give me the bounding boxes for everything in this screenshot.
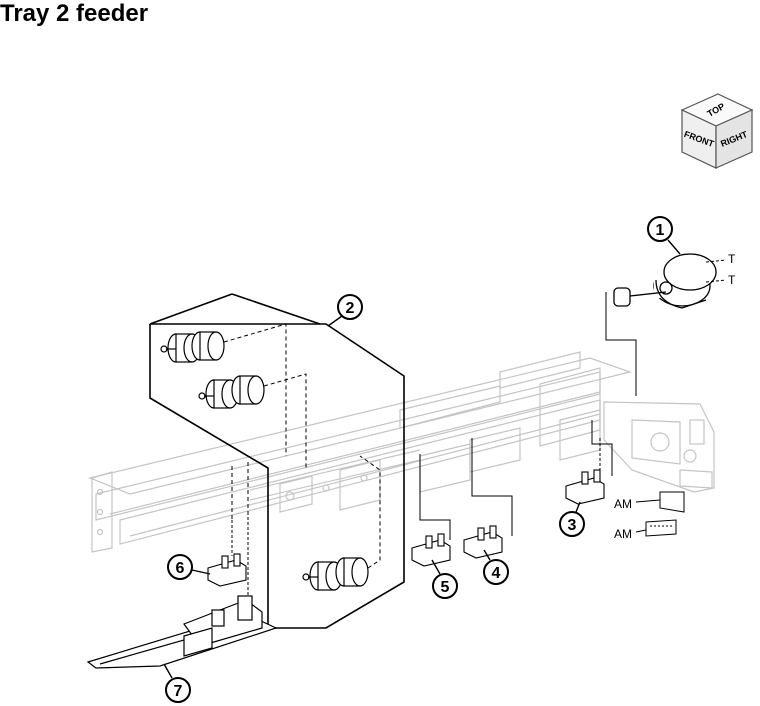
pick-roller-lower <box>302 557 369 591</box>
page-title: Tray 2 feeder <box>0 0 149 27</box>
callout-2-number: 2 <box>346 300 355 317</box>
callout-6-number: 6 <box>176 560 185 577</box>
callout-5-number: 5 <box>441 579 450 596</box>
motor-leader-lines <box>605 259 727 396</box>
orientation-cube <box>680 93 754 169</box>
callout-6: 6 <box>167 554 211 580</box>
connector-label-t-upper: T <box>728 252 736 266</box>
connector-label-am-upper: AM <box>614 497 632 511</box>
callout-4-number: 4 <box>492 565 501 582</box>
callout-1: 1 <box>647 216 681 255</box>
connector-label-am-lower: AM <box>614 527 632 541</box>
motor-assembly <box>613 253 717 309</box>
callout-1-number: 1 <box>656 222 665 239</box>
callout-3: 3 <box>559 501 585 537</box>
sensor-part-3 <box>565 469 605 505</box>
paper-flag-actuator <box>86 595 278 669</box>
tray-frame <box>88 351 715 553</box>
roller-group-bracket <box>149 293 405 629</box>
pick-roller-middle <box>198 375 265 409</box>
callout-4: 4 <box>483 549 509 585</box>
sensor-part-6 <box>207 553 247 587</box>
callout-3-number: 3 <box>568 517 577 534</box>
callout-7: 7 <box>163 663 191 703</box>
callout-5: 5 <box>431 559 458 599</box>
sensor-part-5 <box>411 533 451 567</box>
callout-7-number: 7 <box>174 683 183 700</box>
cube-right-face <box>715 109 753 169</box>
sensor-part-4 <box>463 525 503 559</box>
roller-leader-lines <box>223 323 381 569</box>
sensor-leader-lines <box>231 420 613 596</box>
connector-label-t-lower: T <box>728 273 736 287</box>
pick-roller-upper <box>160 331 225 363</box>
am-cable-brackets <box>635 491 685 537</box>
callout-2: 2 <box>327 294 363 327</box>
